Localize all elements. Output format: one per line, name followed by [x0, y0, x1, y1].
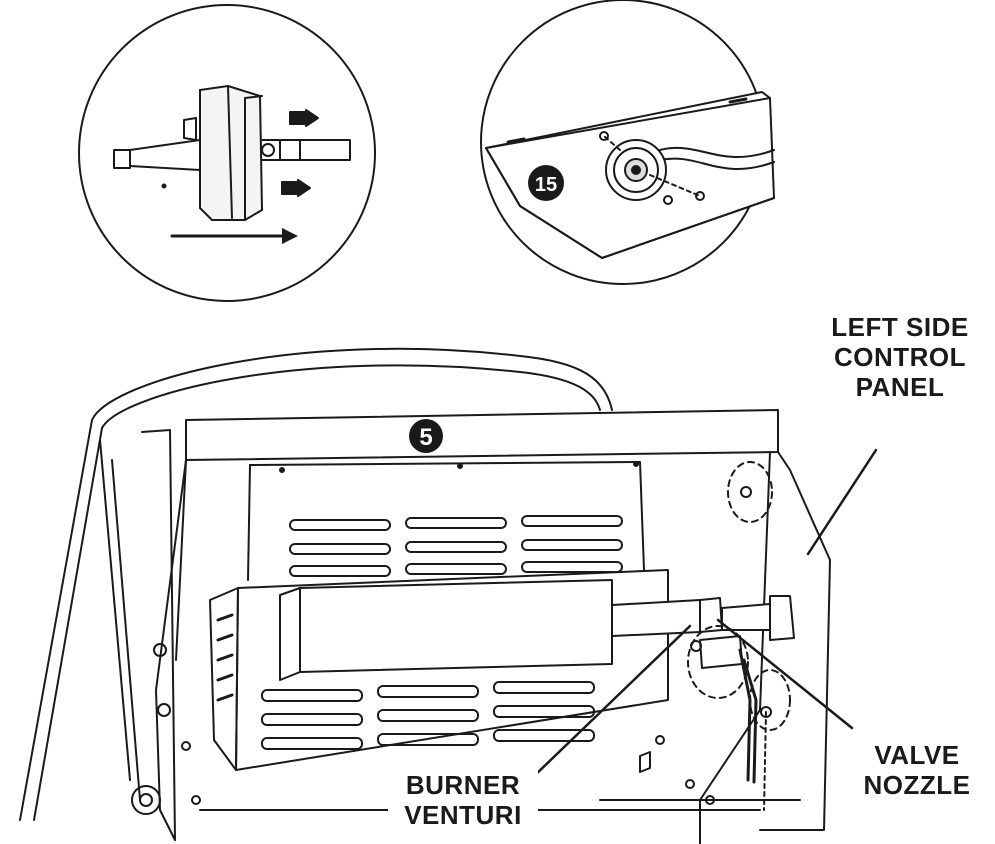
burner-venturi-tube — [611, 597, 723, 637]
burner-box — [209, 569, 669, 771]
callout-burner-venturi: BURNER VENTURI — [388, 770, 538, 830]
callout-line: LEFT SIDE — [831, 312, 969, 342]
step-badge-15: 15 — [528, 165, 564, 201]
callout-line: VENTURI — [404, 800, 522, 830]
screw-bottom — [281, 179, 311, 197]
screw-top — [289, 109, 319, 127]
leader-left-side-control-panel — [806, 448, 878, 556]
valve-nozzle-assembly — [687, 461, 795, 811]
svg-text:15: 15 — [535, 174, 557, 196]
leader-burner-venturi — [530, 624, 692, 780]
control-panel-detail-inset — [480, 0, 775, 285]
callout-left-side-control-panel: LEFT SIDE CONTROL PANEL — [810, 312, 990, 402]
valve-detail-inset — [78, 4, 376, 302]
svg-text:5: 5 — [419, 424, 432, 451]
heat-shield-upper — [289, 515, 623, 577]
callout-line: VALVE — [874, 740, 960, 770]
step-badge-5: 5 — [409, 419, 443, 453]
callout-line: PANEL — [855, 372, 945, 402]
callout-line: CONTROL — [833, 342, 967, 372]
leader-valve-nozzle — [716, 618, 854, 730]
callout-line: NOZZLE — [863, 770, 971, 800]
callout-line: BURNER — [405, 770, 521, 800]
grill-body — [19, 347, 831, 844]
callout-valve-nozzle: VALVE NOZZLE — [842, 740, 992, 800]
